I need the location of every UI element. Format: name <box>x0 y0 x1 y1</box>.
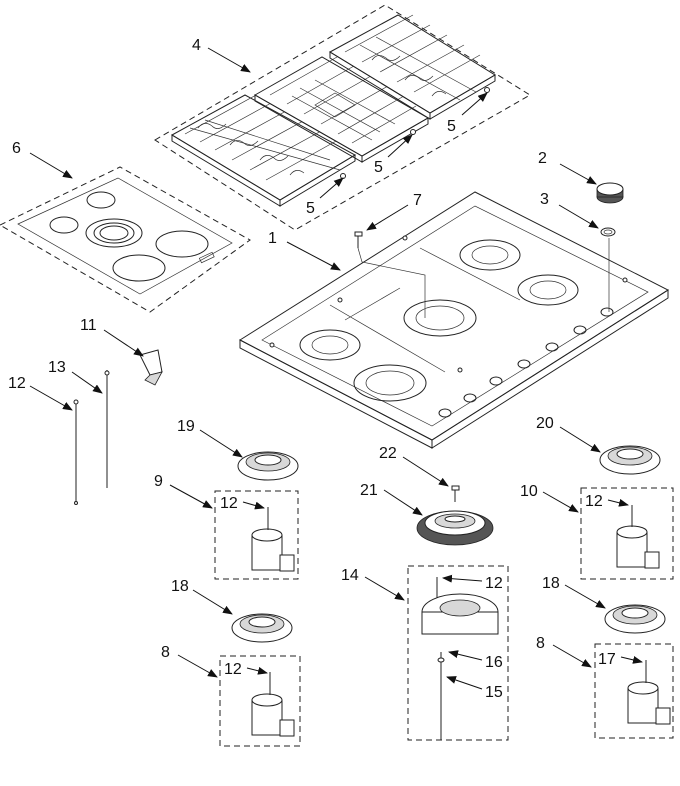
callout-12: 12 <box>220 495 238 512</box>
callout-12: 12 <box>585 493 603 510</box>
grate-middle <box>253 56 430 163</box>
burner-base-8-right <box>594 643 674 739</box>
callout-22: 22 <box>379 445 397 462</box>
callout-2: 2 <box>538 150 547 167</box>
callout-11: 11 <box>80 317 97 334</box>
callout-18: 18 <box>171 578 189 595</box>
callout-17: 16 <box>485 654 503 671</box>
callout-9: 9 <box>154 473 163 490</box>
grates-assembly <box>154 4 531 231</box>
knob-bezel <box>600 227 616 237</box>
screw-22 <box>451 485 460 502</box>
callout-6: 6 <box>12 140 21 157</box>
grate-right <box>328 14 496 120</box>
callout-13: 12 <box>8 375 26 392</box>
callout-12: 12 <box>224 661 242 678</box>
burner-head-21 <box>416 510 494 546</box>
burner-base-8-left <box>219 655 301 747</box>
callout-5: 5 <box>306 200 315 217</box>
burner-base-10 <box>580 487 674 580</box>
callout-1: 1 <box>268 230 277 247</box>
burner-head-19 <box>237 451 299 481</box>
cooktop-pan <box>238 191 670 449</box>
electrode-14 <box>104 370 110 488</box>
screw-7 <box>354 231 426 318</box>
burner-base-15 <box>407 565 509 741</box>
callout-8: 8 <box>161 644 170 661</box>
callout-16: 15 <box>485 684 503 701</box>
electrode-13 <box>73 399 79 505</box>
callout-4: 4 <box>192 37 201 54</box>
callout-7: 7 <box>413 192 422 209</box>
callout-21: 21 <box>360 482 378 499</box>
bracket-11 <box>139 349 163 386</box>
callout-12: 17 <box>598 651 616 668</box>
callout-labels: 4 5 5 5 6 2 3 7 1 11 13 12 19 <box>8 37 643 701</box>
callout-12: 12 <box>485 575 503 592</box>
callout-15: 14 <box>341 567 359 584</box>
burner-head-20 <box>599 445 661 475</box>
callout-3: 3 <box>540 191 549 208</box>
burner-base-9 <box>214 490 299 580</box>
callout-20: 20 <box>536 415 554 432</box>
callout-5: 5 <box>447 118 456 135</box>
callout-19: 19 <box>177 418 195 435</box>
burner-head-18-left <box>231 613 293 643</box>
callout-8: 8 <box>536 635 545 652</box>
burner-head-18-right <box>604 604 666 634</box>
callout-5: 5 <box>374 159 383 176</box>
callout-14: 13 <box>48 359 66 376</box>
callout-18: 18 <box>542 575 560 592</box>
glass-cooktop <box>0 166 251 313</box>
control-knob <box>596 182 624 204</box>
callout-10: 10 <box>520 483 538 500</box>
